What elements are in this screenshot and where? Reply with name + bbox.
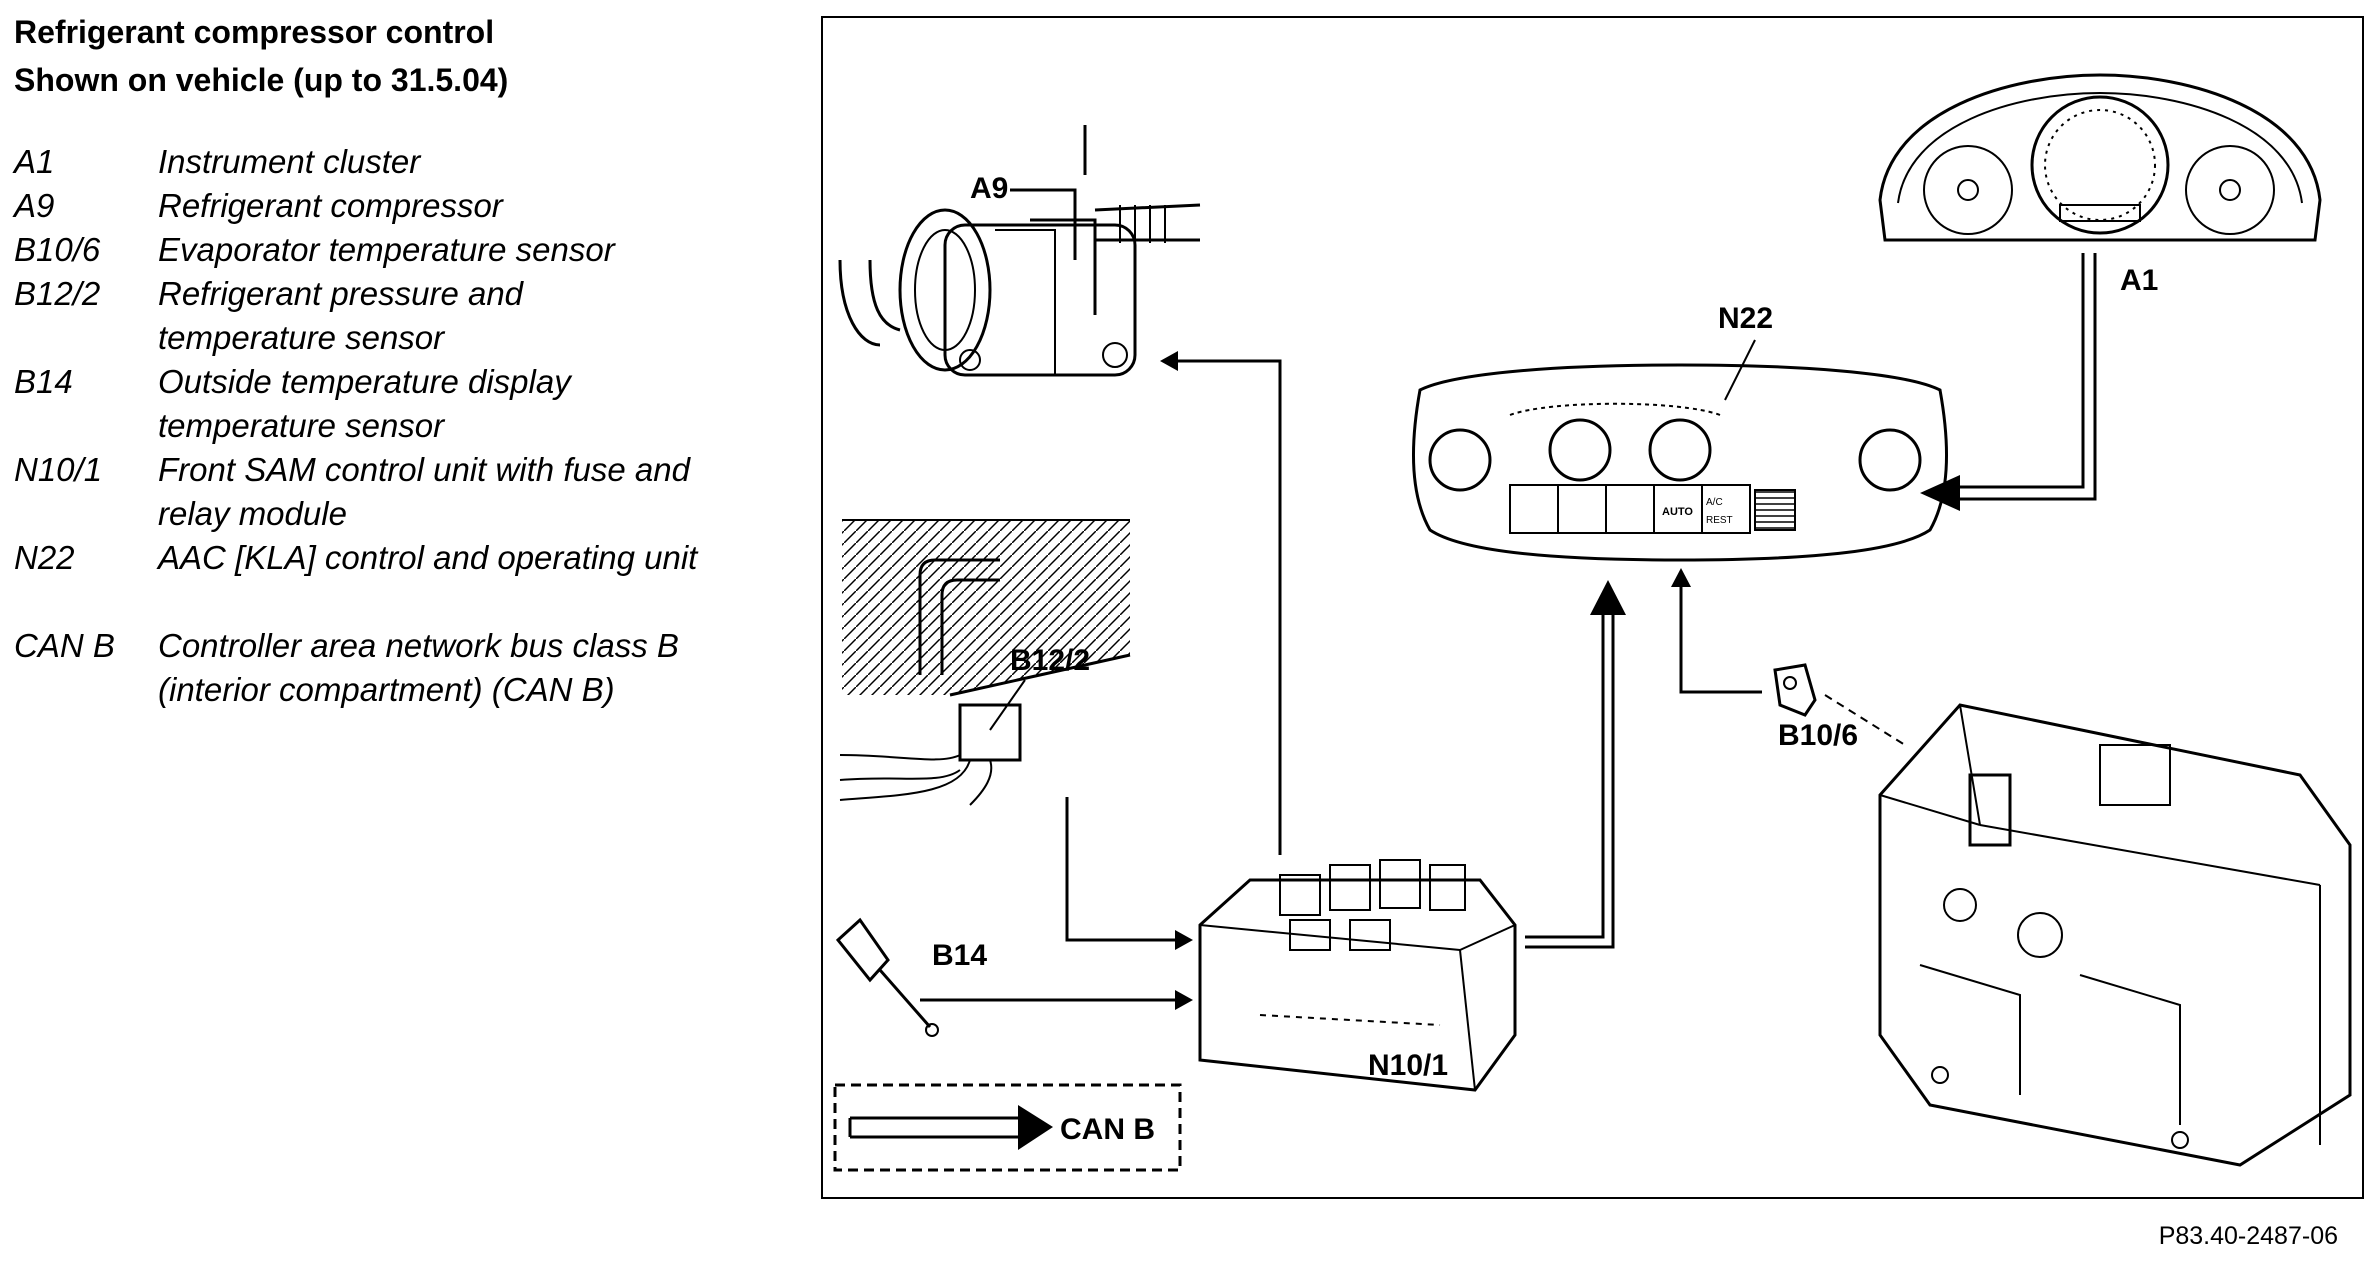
can-arrow-sam-to-panel-inner	[1525, 615, 1615, 949]
legend-row-b14: B14 Outside temperature display temperat…	[14, 360, 758, 448]
title-line-1: Refrigerant compressor control	[14, 14, 495, 50]
legend-code: A9	[14, 187, 55, 224]
label-a1: A1	[2120, 264, 2158, 297]
climate-control-panel-icon: AUTO A/C REST	[1411, 363, 1949, 562]
legend-desc: Instrument cluster	[158, 143, 421, 180]
label-b12-2: B12/2	[1010, 644, 1090, 677]
legend-row-a1: A1 Instrument cluster	[14, 140, 758, 184]
label-n10-1: N10/1	[1368, 1049, 1448, 1082]
label-b10-6: B10/6	[1778, 719, 1858, 752]
leader-b12-2	[989, 679, 1026, 731]
label-b14: B14	[932, 939, 987, 972]
arrow-sam-to-compressor	[1170, 359, 1282, 855]
legend-row-a9: A9 Refrigerant compressor	[14, 184, 758, 228]
legend-desc: Refrigerant compressor	[158, 187, 503, 224]
legend-code: CAN B	[14, 627, 115, 664]
can-b-legend-box: CAN B	[833, 1083, 1182, 1172]
legend-desc: AAC [KLA] control and operating unit	[158, 539, 698, 576]
legend-row-n22: N22 AAC [KLA] control and operating unit	[14, 536, 758, 580]
button-rest: REST	[1706, 515, 1733, 526]
arrow-evaporator-to-panel	[1679, 580, 1762, 694]
title-line-2: Shown on vehicle (up to 31.5.04)	[14, 62, 509, 98]
diagram-frame	[821, 16, 2364, 1199]
outside-temp-sensor-icon	[835, 917, 939, 1037]
legend-desc: Evaporator temperature sensor	[158, 231, 615, 268]
legend-code: B12/2	[14, 275, 101, 312]
legend-code: N10/1	[14, 451, 103, 488]
button-auto: AUTO	[1662, 506, 1693, 518]
legend-code: B14	[14, 363, 73, 400]
legend-row-n10-1: N10/1 Front SAM control unit with fuse a…	[14, 448, 758, 536]
document-reference: P83.40-2487-06	[2158, 1222, 2338, 1250]
component-legend: A1 Instrument cluster A9 Refrigerant com…	[14, 140, 758, 712]
refrigerant-compressor-icon	[838, 125, 1201, 377]
button-ac: A/C	[1706, 497, 1723, 508]
leader-n22	[1724, 339, 1756, 401]
leader-b10-6	[1824, 694, 1906, 746]
legend-code: A1	[14, 143, 55, 180]
arrow-pressure-to-sam	[1065, 797, 1180, 942]
instrument-cluster-icon	[1878, 73, 2322, 242]
legend-code: N22	[14, 539, 75, 576]
hvac-housing-icon	[1878, 703, 2352, 1167]
legend-desc: Controller area network bus class B (int…	[158, 627, 679, 708]
can-arrow-cluster-to-panel-inner	[1960, 253, 2097, 501]
label-can-b: CAN B	[1060, 1113, 1155, 1146]
legend-row-b10-6: B10/6 Evaporator temperature sensor	[14, 228, 758, 272]
legend-desc: Refrigerant pressure and temperature sen…	[158, 275, 524, 356]
condenser-sensor-icon	[839, 519, 1131, 806]
label-n22: N22	[1718, 302, 1773, 335]
can-arrow-sam-to-panel-outer	[1525, 615, 1605, 939]
signal-arrows	[920, 253, 2097, 1010]
can-arrow-cluster-to-panel-outer	[1960, 253, 2085, 489]
legend-code: B10/6	[14, 231, 101, 268]
evaporator-temp-sensor-icon	[1773, 663, 1817, 717]
diagram-title: Refrigerant compressor control Shown on …	[14, 8, 508, 104]
legend-desc: Front SAM control unit with fuse and rel…	[158, 451, 690, 532]
legend-desc: Outside temperature display temperature …	[158, 363, 571, 444]
wiring-diagram: A1 A9 AUTO A/C REST	[821, 16, 2364, 1199]
label-a9: A9	[970, 172, 1008, 205]
legend-row-can-b: CAN B Controller area network bus class …	[14, 624, 758, 712]
front-sam-module-icon	[1198, 859, 1517, 1092]
legend-row-b12-2: B12/2 Refrigerant pressure and temperatu…	[14, 272, 758, 360]
